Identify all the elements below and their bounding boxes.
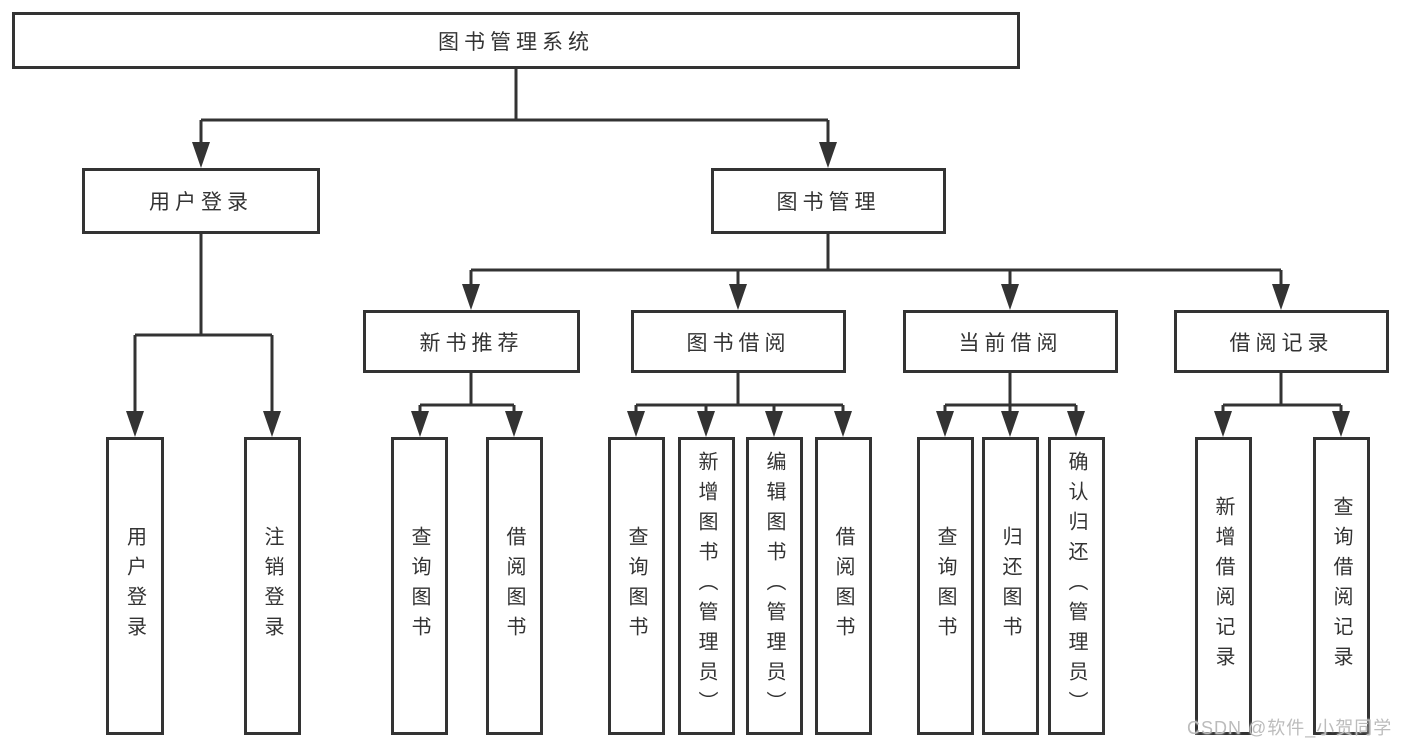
node-user-login: 用户登录: [82, 168, 320, 234]
node-confirm-return-admin: 确认归还（管理员）: [1048, 437, 1105, 735]
node-query-borrow-record: 查询借阅记录: [1313, 437, 1370, 735]
node-user-login-leaf: 用户登录: [106, 437, 164, 735]
node-new-book-recommend: 新书推荐: [363, 310, 580, 373]
node-return-books: 归还图书: [982, 437, 1039, 735]
node-book-management: 图书管理: [711, 168, 946, 234]
node-query-books-1: 查询图书: [391, 437, 448, 735]
node-edit-books-admin: 编辑图书（管理员）: [746, 437, 803, 735]
node-book-borrowing: 图书借阅: [631, 310, 846, 373]
node-borrow-books-1: 借阅图书: [486, 437, 543, 735]
node-add-borrow-record: 新增借阅记录: [1195, 437, 1252, 735]
watermark: CSDN @软件_小贺同学: [1187, 718, 1393, 738]
node-borrowing-records: 借阅记录: [1174, 310, 1389, 373]
node-logout: 注销登录: [244, 437, 301, 735]
node-query-books-2: 查询图书: [608, 437, 665, 735]
node-current-borrowing: 当前借阅: [903, 310, 1118, 373]
connector-line: [133, 68, 1343, 413]
node-library-system: 图书管理系统: [12, 12, 1020, 69]
arrowhead-icon: [126, 142, 1350, 437]
node-borrow-books-2: 借阅图书: [815, 437, 872, 735]
node-add-books-admin: 新增图书（管理员）: [678, 437, 735, 735]
node-query-books-3: 查询图书: [917, 437, 974, 735]
